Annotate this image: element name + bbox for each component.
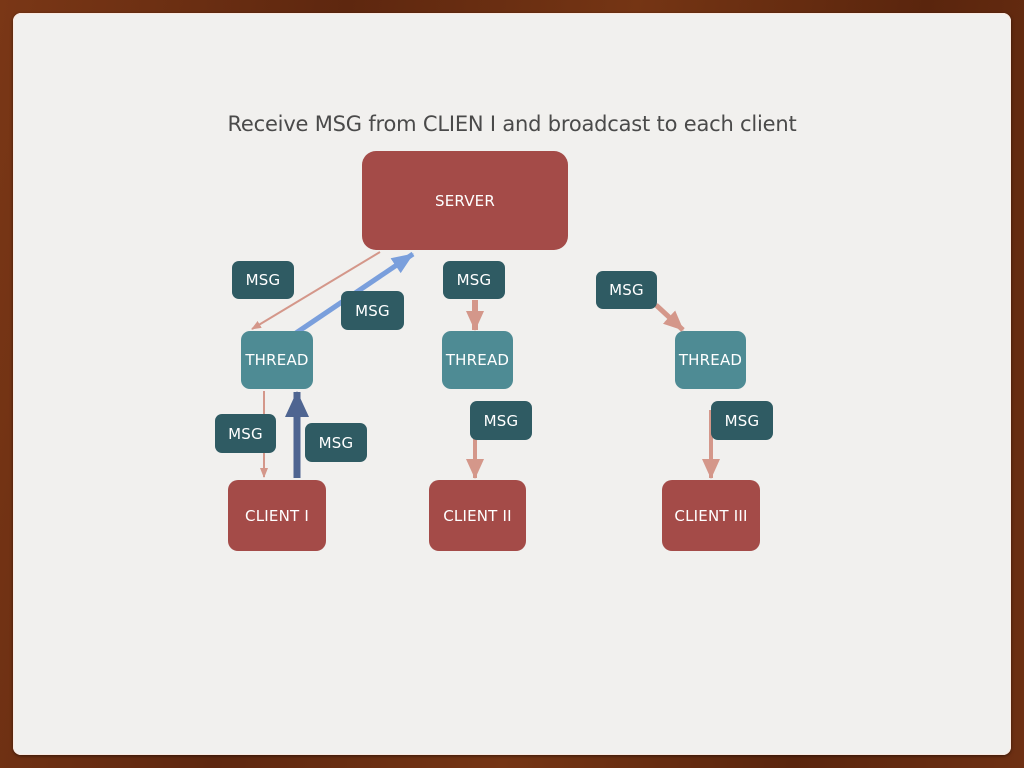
msg-label-7: MSG <box>470 401 532 440</box>
msg-text: MSG <box>456 271 492 289</box>
msg-text: MSG <box>483 411 519 430</box>
client-node-2: CLIENT II <box>429 480 526 551</box>
server-label: SERVER <box>435 191 495 210</box>
thread-node-2: THREAD <box>442 331 513 389</box>
thread-label: THREAD <box>678 351 743 369</box>
thread-label: THREAD <box>245 351 309 369</box>
msg-label-1: MSG <box>232 261 294 299</box>
msg-text: MSG <box>245 271 281 289</box>
msg-label-6: MSG <box>305 423 367 462</box>
client-label: CLIENT III <box>674 506 748 525</box>
arrow-msg-to-thread-3 <box>654 303 685 332</box>
msg-text: MSG <box>318 433 354 452</box>
msg-label-2: MSG <box>341 291 404 330</box>
client-node-1: CLIENT I <box>228 480 326 551</box>
msg-label-8: MSG <box>711 401 773 440</box>
thread-node-3: THREAD <box>675 331 746 389</box>
msg-text: MSG <box>609 281 644 299</box>
msg-text: MSG <box>228 424 263 443</box>
msg-label-5: MSG <box>215 414 276 453</box>
msg-text: MSG <box>355 301 390 320</box>
client-label: CLIENT I <box>245 506 309 525</box>
slide-title: Receive MSG from CLIEN I and broadcast t… <box>227 112 797 136</box>
thread-node-1: THREAD <box>241 331 313 389</box>
thread-label: THREAD <box>445 351 510 369</box>
arrow-server-to-thread-1 <box>251 251 381 330</box>
client-node-3: CLIENT III <box>662 480 760 551</box>
msg-label-4: MSG <box>596 271 657 309</box>
msg-text: MSG <box>724 411 760 430</box>
client-label: CLIENT II <box>443 506 512 525</box>
server-node: SERVER <box>362 151 568 250</box>
msg-label-3: MSG <box>443 261 505 299</box>
